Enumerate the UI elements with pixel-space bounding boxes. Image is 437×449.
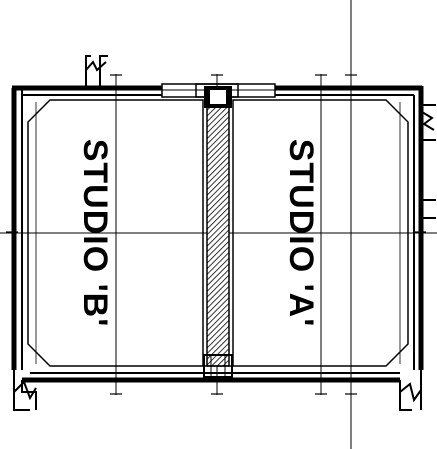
wall-break-symbols [13,55,436,411]
studio-a-label: STUDIO 'A' [282,139,320,328]
studio-b-outline [27,99,204,367]
studio-b-label: STUDIO 'B' [76,139,114,328]
partition-wall [203,86,233,378]
